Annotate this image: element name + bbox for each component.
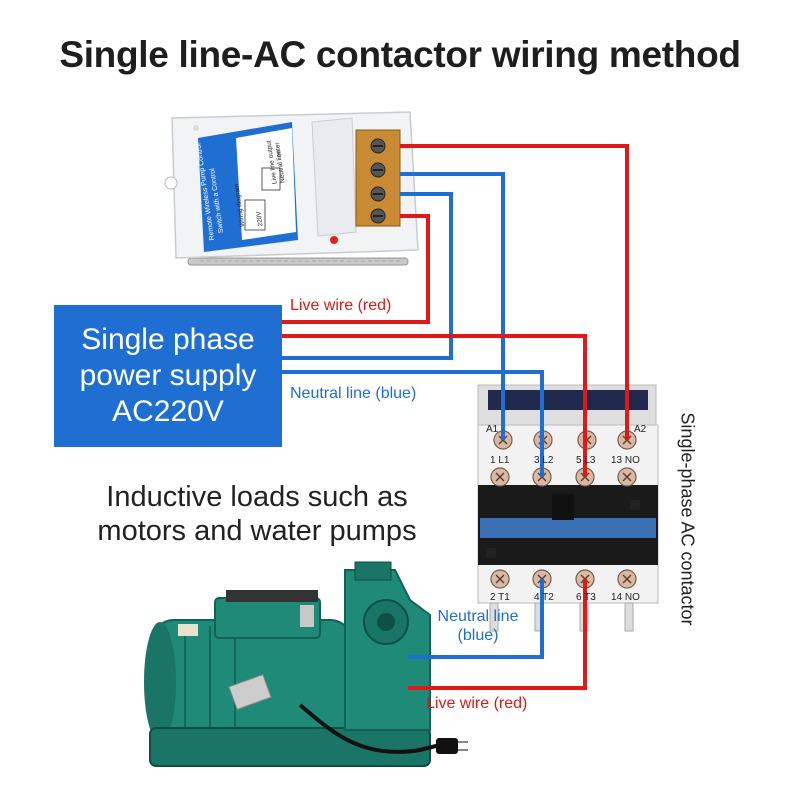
neutral-line-bottom-label: Neutral line (blue) bbox=[420, 607, 536, 645]
power-supply-box: Single phase power supply AC220V bbox=[54, 305, 282, 447]
terminal-6-t3: 6 T3 bbox=[576, 592, 596, 603]
module-neutral-line: Neutral line bbox=[275, 149, 287, 183]
page-title: Single line-AC contactor wiring method bbox=[59, 34, 741, 75]
module-voltage: 220V bbox=[255, 210, 264, 227]
terminal-2-t1: 2 T1 bbox=[490, 592, 510, 603]
terminal-4-t2: 4 T2 bbox=[534, 592, 554, 603]
module-enter: enter bbox=[274, 141, 283, 157]
blue-wire-module-neutral bbox=[282, 192, 453, 360]
load-description-line2: motors and water pumps bbox=[97, 515, 417, 547]
terminal-1-l1: 1 L1 bbox=[490, 455, 510, 466]
neutral-line-top-label: Neutral line (blue) bbox=[290, 385, 417, 402]
red-wire-module-live bbox=[282, 214, 430, 324]
load-description-line1: Inductive loads such as bbox=[106, 481, 408, 513]
blue-wire-t2-to-pump bbox=[408, 579, 544, 659]
neutral-line-bottom-label-2: (blue) bbox=[457, 627, 499, 644]
blue-wire-module-to-a1 bbox=[400, 172, 505, 440]
terminal-a1: A1 bbox=[486, 424, 499, 435]
load-description: Inductive loads such as motors and water… bbox=[52, 480, 462, 548]
live-wire-bottom-label: Live wire (red) bbox=[426, 695, 528, 712]
power-supply-line2: power supply bbox=[79, 359, 257, 392]
wireless-module bbox=[164, 111, 419, 266]
neutral-line-bottom-label-1: Neutral line bbox=[437, 608, 519, 625]
water-pump bbox=[144, 561, 468, 767]
terminal-13-no: 13 NO bbox=[611, 455, 640, 466]
wires bbox=[282, 144, 629, 690]
blue-wire-supply-to-l2 bbox=[282, 370, 544, 477]
contactor-label: Single-phase AC contactor bbox=[677, 412, 698, 626]
red-wire-t3-to-pump bbox=[408, 579, 587, 690]
terminal-3-l2: 3 L2 bbox=[534, 455, 554, 466]
terminal-5-l3: 5 L3 bbox=[576, 455, 596, 466]
power-supply-line1: Single phase bbox=[81, 323, 255, 356]
live-wire-top-label: Live wire (red) bbox=[290, 297, 392, 314]
contactor-label-container: Single-phase AC contactor bbox=[672, 388, 702, 650]
module-live-line: Live line bbox=[268, 159, 278, 184]
module-output: output bbox=[266, 140, 275, 159]
red-wire-supply-to-l3 bbox=[282, 334, 587, 477]
terminal-a2: A2 bbox=[634, 424, 647, 435]
red-wire-module-to-a2 bbox=[400, 144, 629, 440]
terminal-14-no: 14 NO bbox=[611, 592, 640, 603]
power-supply-line3: AC220V bbox=[112, 395, 224, 428]
